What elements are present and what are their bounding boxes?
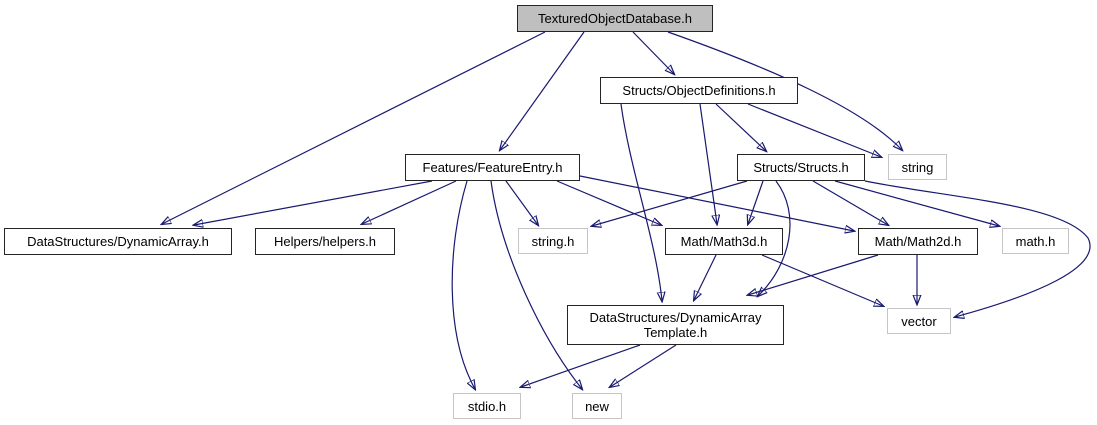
edge-structs-math3d [748, 180, 764, 224]
edge-objdef-math3d [699, 103, 717, 224]
edge-featureentry-new [490, 180, 582, 389]
edge-objdef-string [747, 103, 881, 157]
graph-node-tod: TexturedObjectDatabase.h [517, 5, 713, 32]
graph-node-math3d[interactable]: Math/Math3d.h [665, 228, 783, 255]
graph-node-stdioh: stdio.h [453, 393, 521, 419]
graph-node-string: string [888, 154, 947, 180]
edge-structs-math2d [812, 180, 888, 225]
graph-node-helpers[interactable]: Helpers/helpers.h [255, 228, 395, 255]
graph-node-dynarray[interactable]: DataStructures/DynamicArray.h [4, 228, 232, 255]
edge-tod-featureentry [500, 31, 585, 150]
graph-node-stringh: string.h [518, 228, 588, 254]
edge-tod-dynarray [162, 31, 546, 224]
edge-math3d-vector [761, 254, 883, 306]
edge-math3d-template [694, 254, 717, 300]
graph-node-mathh: math.h [1002, 228, 1069, 254]
graph-node-featureentry[interactable]: Features/FeatureEntry.h [405, 154, 580, 181]
graph-node-objdef[interactable]: Structs/ObjectDefinitions.h [600, 77, 798, 104]
edge-featureentry-math2d [579, 175, 854, 231]
edge-structs-mathh [834, 180, 999, 226]
edge-template-new [610, 344, 677, 387]
graph-node-structs[interactable]: Structs/Structs.h [737, 154, 865, 181]
edge-structs-stringh [592, 180, 748, 226]
edge-featureentry-dynarray [194, 180, 433, 225]
edge-math2d-template [748, 254, 879, 295]
graph-node-vector: vector [887, 308, 951, 334]
graph-node-new: new [572, 393, 622, 419]
edge-featureentry-stdioh [451, 180, 475, 389]
graph-node-math2d[interactable]: Math/Math2d.h [858, 228, 978, 255]
edge-tod-objdef [632, 31, 674, 74]
edge-objdef-structs [715, 103, 766, 151]
edge-template-stdioh [521, 344, 641, 387]
edge-featureentry-math3d [556, 180, 661, 225]
edge-featureentry-stringh [505, 180, 538, 225]
graph-node-template[interactable]: DataStructures/DynamicArray Template.h [567, 305, 784, 345]
edge-objdef-template [620, 103, 662, 301]
edge-featureentry-helpers [362, 180, 457, 224]
